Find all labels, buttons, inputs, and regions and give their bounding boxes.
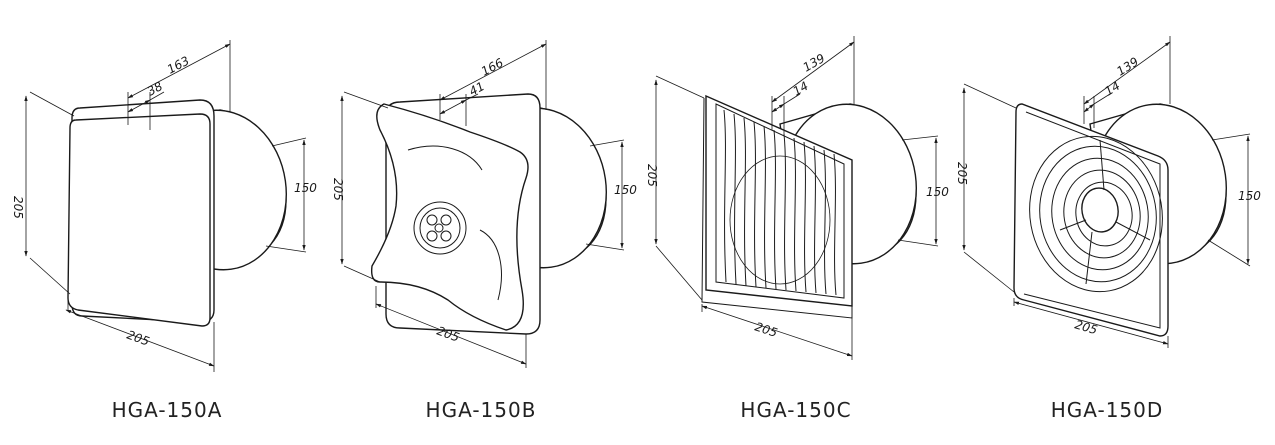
grille-rings [1029, 135, 1163, 293]
fan-d-width-label: 205 [1073, 317, 1099, 337]
fan-c-height-label: 205 [645, 164, 659, 187]
fan-a-duct-label: 150 [294, 181, 317, 195]
fan-d-model-label: HGA-150D [1050, 398, 1164, 422]
fan-c-drawing [654, 36, 939, 360]
fan-a-depth-total-label: 163 [165, 54, 192, 77]
fan-a-depth-face-label: 38 [145, 79, 165, 99]
fan-d-duct-label: 150 [1238, 189, 1261, 203]
fan-a-drawing [24, 40, 307, 372]
fan-b-depth-face-label: 41 [467, 79, 487, 99]
fan-c-depth-face-label: 14 [791, 79, 811, 99]
fan-c-duct-label: 150 [926, 185, 949, 199]
grille-slats [723, 109, 837, 296]
fan-c-model-label: HGA-150C [740, 398, 852, 422]
fan-b-height-label: 205 [331, 178, 345, 201]
fan-d-depth-total-label: 139 [1114, 55, 1141, 79]
fan-a-height-label: 205 [11, 196, 25, 219]
fan-d-height-label: 205 [955, 162, 969, 185]
fan-d-depth-face-label: 14 [1102, 79, 1122, 99]
fan-b-model-label: HGA-150B [425, 398, 537, 422]
fan-a-model-label: HGA-150A [111, 398, 223, 422]
fan-c-width-label: 205 [753, 320, 779, 340]
fan-a-width-label: 205 [125, 328, 151, 349]
fan-b-duct-label: 150 [614, 183, 637, 197]
fan-b-depth-total-label: 166 [479, 55, 506, 78]
fan-b-drawing [340, 40, 625, 368]
fan-d-drawing [962, 36, 1251, 348]
